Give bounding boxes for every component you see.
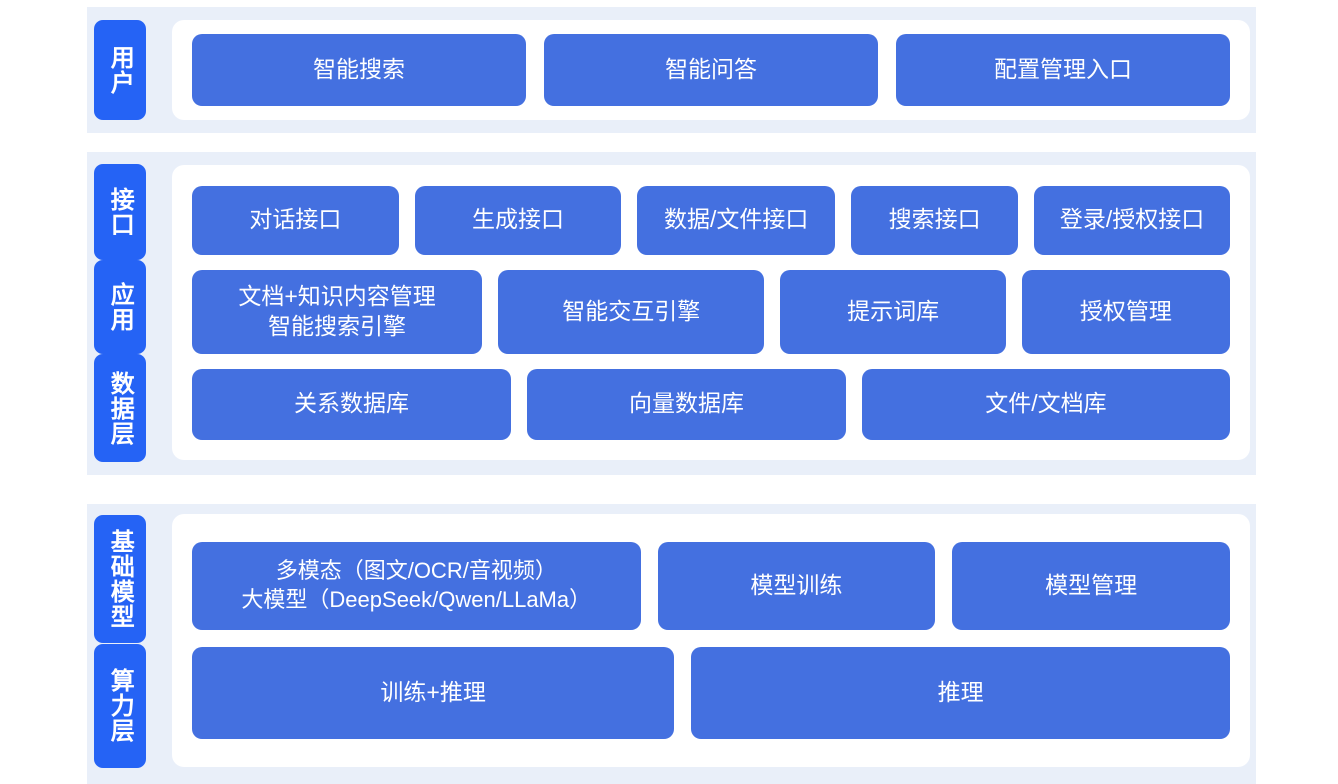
label-group-foundation-model: 基础模型 xyxy=(87,514,152,644)
section-user: 用户 智能搜索 智能问答 配置管理入口 xyxy=(87,7,1256,133)
box-model-management[interactable]: 模型管理 xyxy=(952,542,1230,630)
box-search-api[interactable]: 搜索接口 xyxy=(851,185,1019,255)
box-dialog-api[interactable]: 对话接口 xyxy=(192,185,399,255)
row-user-entries: 智能搜索 智能问答 配置管理入口 xyxy=(192,34,1230,106)
box-training-plus-inference[interactable]: 训练+推理 xyxy=(192,647,675,739)
row-application-engines: 文档+知识内容管理 智能搜索引擎 智能交互引擎 提示词库 授权管理 xyxy=(192,269,1230,354)
section-infrastructure: 基础模型 算力层 多模态（图文/OCR/音视频） 大模型（DeepSeek/Qw… xyxy=(87,504,1256,784)
card-infrastructure: 多模态（图文/OCR/音视频） 大模型（DeepSeek/Qwen/LLaMa）… xyxy=(172,514,1250,767)
layer-label-application: 应用 xyxy=(93,260,146,354)
label-group-data: 数据层 xyxy=(87,354,152,462)
box-generation-api[interactable]: 生成接口 xyxy=(414,185,622,255)
row-foundation-models: 多模态（图文/OCR/音视频） 大模型（DeepSeek/Qwen/LLaMa）… xyxy=(192,542,1230,630)
box-inference[interactable]: 推理 xyxy=(691,647,1230,739)
layer-label-compute: 算力层 xyxy=(93,643,146,768)
row-compute-layer: 训练+推理 推理 xyxy=(192,647,1230,739)
label-group-application: 应用 xyxy=(87,260,152,354)
label-column-infrastructure: 基础模型 算力层 xyxy=(87,504,152,784)
layer-label-data: 数据层 xyxy=(93,354,146,462)
row-interface-apis: 对话接口 生成接口 数据/文件接口 搜索接口 登录/授权接口 xyxy=(192,185,1230,255)
box-file-document-store[interactable]: 文件/文档库 xyxy=(861,368,1231,440)
box-config-management-entry[interactable]: 配置管理入口 xyxy=(896,34,1230,106)
layer-label-user: 用户 xyxy=(93,20,146,120)
box-intelligent-qa[interactable]: 智能问答 xyxy=(544,34,878,106)
box-login-auth-api[interactable]: 登录/授权接口 xyxy=(1034,185,1230,255)
label-group-interface: 接口 xyxy=(87,164,152,260)
label-group-compute: 算力层 xyxy=(87,643,152,768)
box-vector-database[interactable]: 向量数据库 xyxy=(526,368,846,440)
box-multimodal-large-model[interactable]: 多模态（图文/OCR/音视频） 大模型（DeepSeek/Qwen/LLaMa） xyxy=(192,542,641,630)
box-intelligent-interaction-engine[interactable]: 智能交互引擎 xyxy=(498,269,765,354)
layer-label-foundation-model: 基础模型 xyxy=(93,514,146,643)
section-application: 接口 应用 数据层 对话接口 生成接口 数据/文件接口 搜索接口 登录/授权接口… xyxy=(87,152,1256,475)
box-model-training[interactable]: 模型训练 xyxy=(657,542,936,630)
box-doc-knowledge-management[interactable]: 文档+知识内容管理 智能搜索引擎 xyxy=(192,269,483,354)
label-column-user: 用户 xyxy=(87,7,152,133)
box-prompt-library[interactable]: 提示词库 xyxy=(780,269,1006,354)
row-data-stores: 关系数据库 向量数据库 文件/文档库 xyxy=(192,368,1231,440)
box-authorization-management[interactable]: 授权管理 xyxy=(1021,269,1230,354)
label-group-user: 用户 xyxy=(87,19,152,121)
box-intelligent-search[interactable]: 智能搜索 xyxy=(192,34,526,106)
label-column-application: 接口 应用 数据层 xyxy=(87,152,152,475)
box-data-file-api[interactable]: 数据/文件接口 xyxy=(637,185,836,255)
card-user: 智能搜索 智能问答 配置管理入口 xyxy=(172,20,1250,120)
layer-label-interface: 接口 xyxy=(93,164,146,260)
box-relational-database[interactable]: 关系数据库 xyxy=(192,368,511,440)
card-application: 对话接口 生成接口 数据/文件接口 搜索接口 登录/授权接口 文档+知识内容管理… xyxy=(172,165,1250,460)
